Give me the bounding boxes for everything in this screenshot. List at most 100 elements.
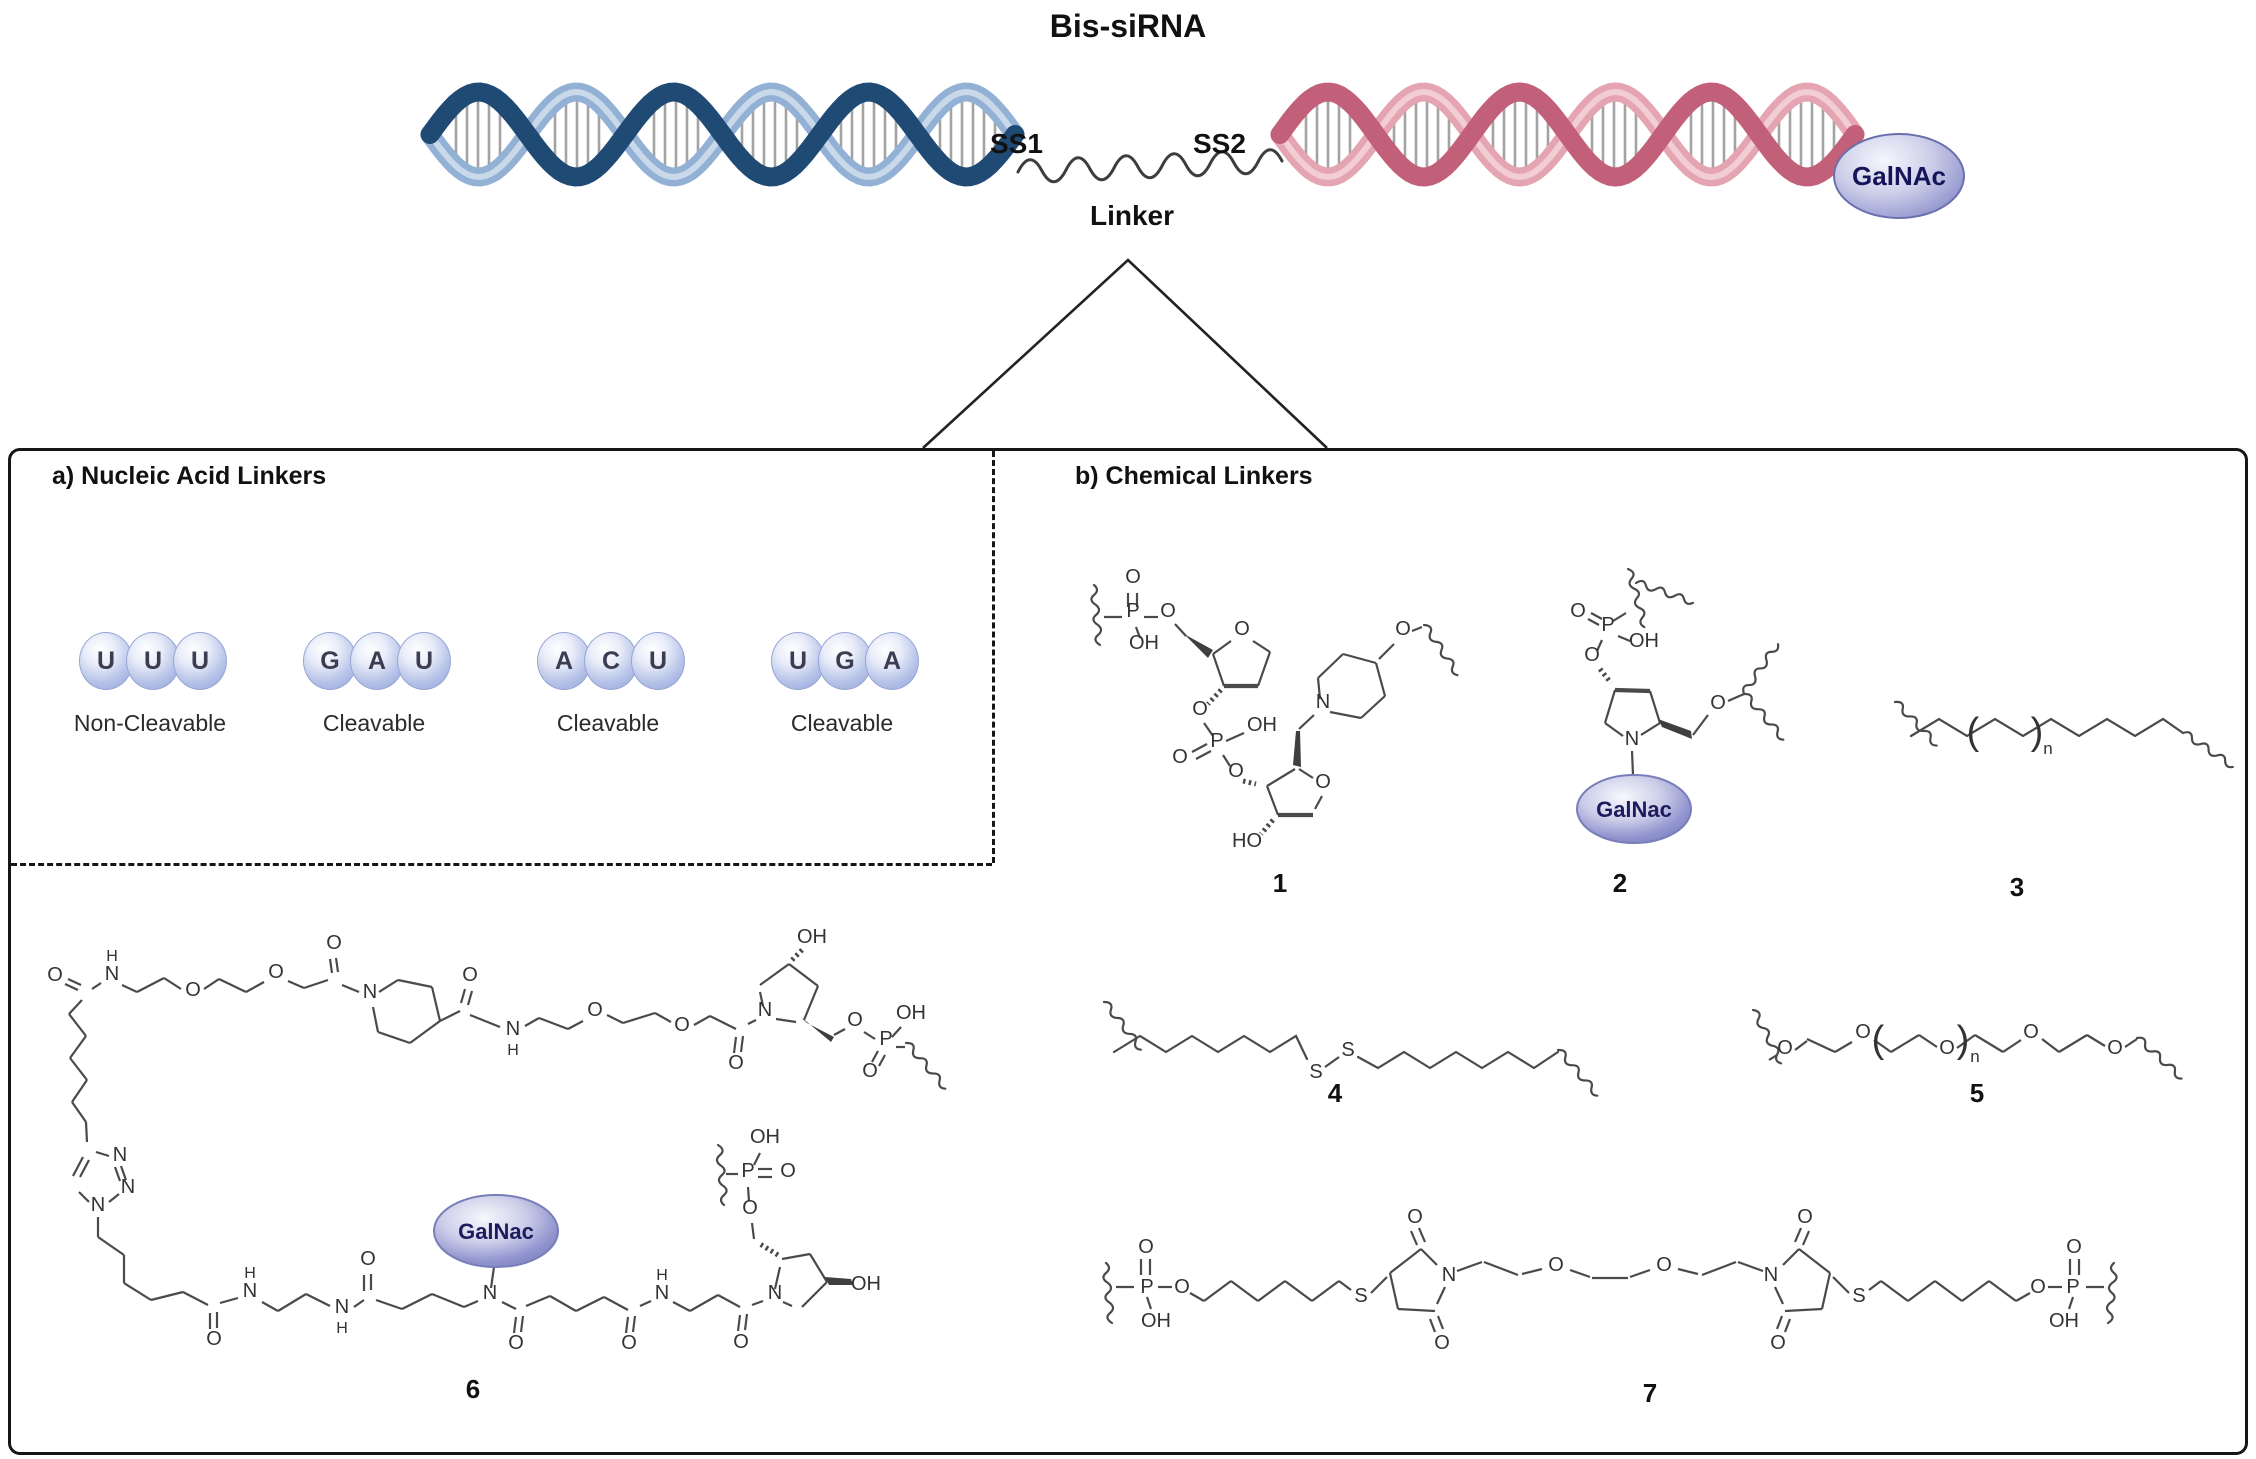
structure-3-skeleton [1893,695,2236,774]
atom-label: N [655,1282,669,1304]
cleavability-label: Cleavable [790,710,894,736]
panel-divider-horizontal [11,863,992,866]
atom-label: P [2066,1276,2079,1298]
nucleotide-sphere: U [79,632,133,690]
atom-label: O [1855,1021,1871,1043]
atom-label: N [335,1296,349,1318]
sirna-duplex-pink-helix [1270,82,1865,187]
atom-label: O [780,1160,796,1182]
galnac-badge: GalNAc [1833,133,1965,219]
atom-label: OH [797,926,827,948]
atom-label: O [674,1014,690,1036]
panel-b-heading: b) Chemical Linkers [1075,462,1313,490]
atom-label: O [742,1197,758,1219]
atom-label: N [1625,728,1639,750]
compound-number-1: 1 [1272,868,1288,898]
atom-label: O [1125,566,1141,588]
structure-6-skeleton [64,947,949,1334]
atom-label: O [1939,1037,1955,1059]
panel-a-heading: a) Nucleic Acid Linkers [52,462,327,490]
structure-2-skeleton [1576,566,1787,844]
atom-label: O [1174,1276,1190,1298]
atom-label: O [2023,1021,2039,1043]
nucleotide-group-uga: U G A [771,632,919,690]
atom-label: O [621,1332,637,1354]
atom-label: O [268,961,284,983]
structure-2: O P OH O N O GalNac [1570,566,1787,844]
atom-label: P [1140,1276,1153,1298]
structure-6: O N H O O O N O N H O O O N OH O P OH O … [47,926,949,1354]
cleavability-label: Cleavable [556,710,660,736]
nucleotide-sphere: G [303,632,357,690]
atom-label: S [1309,1061,1322,1083]
nucleotide-sphere: U [771,632,825,690]
atom-label: S [1852,1285,1865,1307]
atom-label: N [1442,1264,1456,1286]
nucleotide-sphere: U [397,632,451,690]
atom-label: O [847,1009,863,1031]
atom-label: S [1354,1285,1367,1307]
nucleotide-sphere: U [126,632,180,690]
atom-label: O [1395,618,1411,640]
repeat-paren: ) [2031,711,2044,753]
atom-label: P [1601,614,1614,636]
atom-label: OH [750,1126,780,1148]
atom-label: O [508,1332,524,1354]
ss1-label: SS1 [990,128,1043,159]
compound-number-2: 2 [1612,868,1628,898]
nucleotide-group-gau: G A U [303,632,451,690]
repeat-paren: ( [1967,711,1980,753]
compound-number-5: 5 [1969,1078,1985,1108]
atom-label: OH [2049,1310,2079,1332]
atom-label: H [336,1320,348,1337]
atom-label: H [244,1265,256,1282]
atom-label: OH [1629,630,1659,652]
repeat-paren: ) [1957,1019,1970,1061]
atom-label: O [360,1248,376,1270]
galnac-node-label: GalNac [458,1219,534,1244]
ss2-label: SS2 [1193,128,1246,159]
atom-label: N [105,963,119,985]
compound-number-6: 6 [465,1374,481,1404]
atom-label: O [462,964,478,986]
atom-label: O [1710,692,1726,714]
linker-wave-line [1016,148,1284,184]
atom-label: O [733,1331,749,1353]
atom-label: O [1138,1236,1154,1258]
atom-label: O [206,1328,222,1350]
structure-4-skeleton [1102,996,1601,1101]
repeat-paren: ( [1872,1019,1885,1061]
repeat-subscript: n [2043,739,2052,758]
atom-label: O [185,979,201,1001]
atom-label: N [121,1176,135,1198]
atom-label: OH [851,1273,881,1295]
structure-3: ( ) n [1893,695,2236,774]
structure-5: O O ( O ) n O O [1750,1005,2185,1085]
atom-label: OH [896,1002,926,1024]
nucleotide-group-acu: A C U [537,632,685,690]
nucleotide-sphere: C [584,632,638,690]
cleavability-label: Cleavable [322,710,426,736]
atom-label: O [1315,771,1331,793]
atom-label: HO [1232,830,1262,852]
structure-4: S S [1102,996,1601,1101]
atom-label: O [1548,1254,1564,1276]
atom-label: O [1407,1206,1423,1228]
atom-label: N [768,1282,782,1304]
nucleotide-group-uuu: U U U [79,632,227,690]
cleavability-label: Non-Cleavable [73,710,227,736]
compound-number-4: 4 [1327,1078,1343,1108]
atom-label: O [2066,1236,2082,1258]
atom-label: N [243,1280,257,1302]
atom-label: H [507,1042,519,1059]
atom-label: O [587,999,603,1021]
atom-label: N [758,999,772,1021]
atom-label: N [1316,691,1330,713]
atom-label: OH [1129,632,1159,654]
galnac-node-label: GalNac [1596,797,1672,822]
structure-5-skeleton [1750,1005,2185,1085]
compound-number-3: 3 [2009,872,2025,902]
atom-label: P [879,1028,892,1050]
atom-label: O [1228,760,1244,782]
